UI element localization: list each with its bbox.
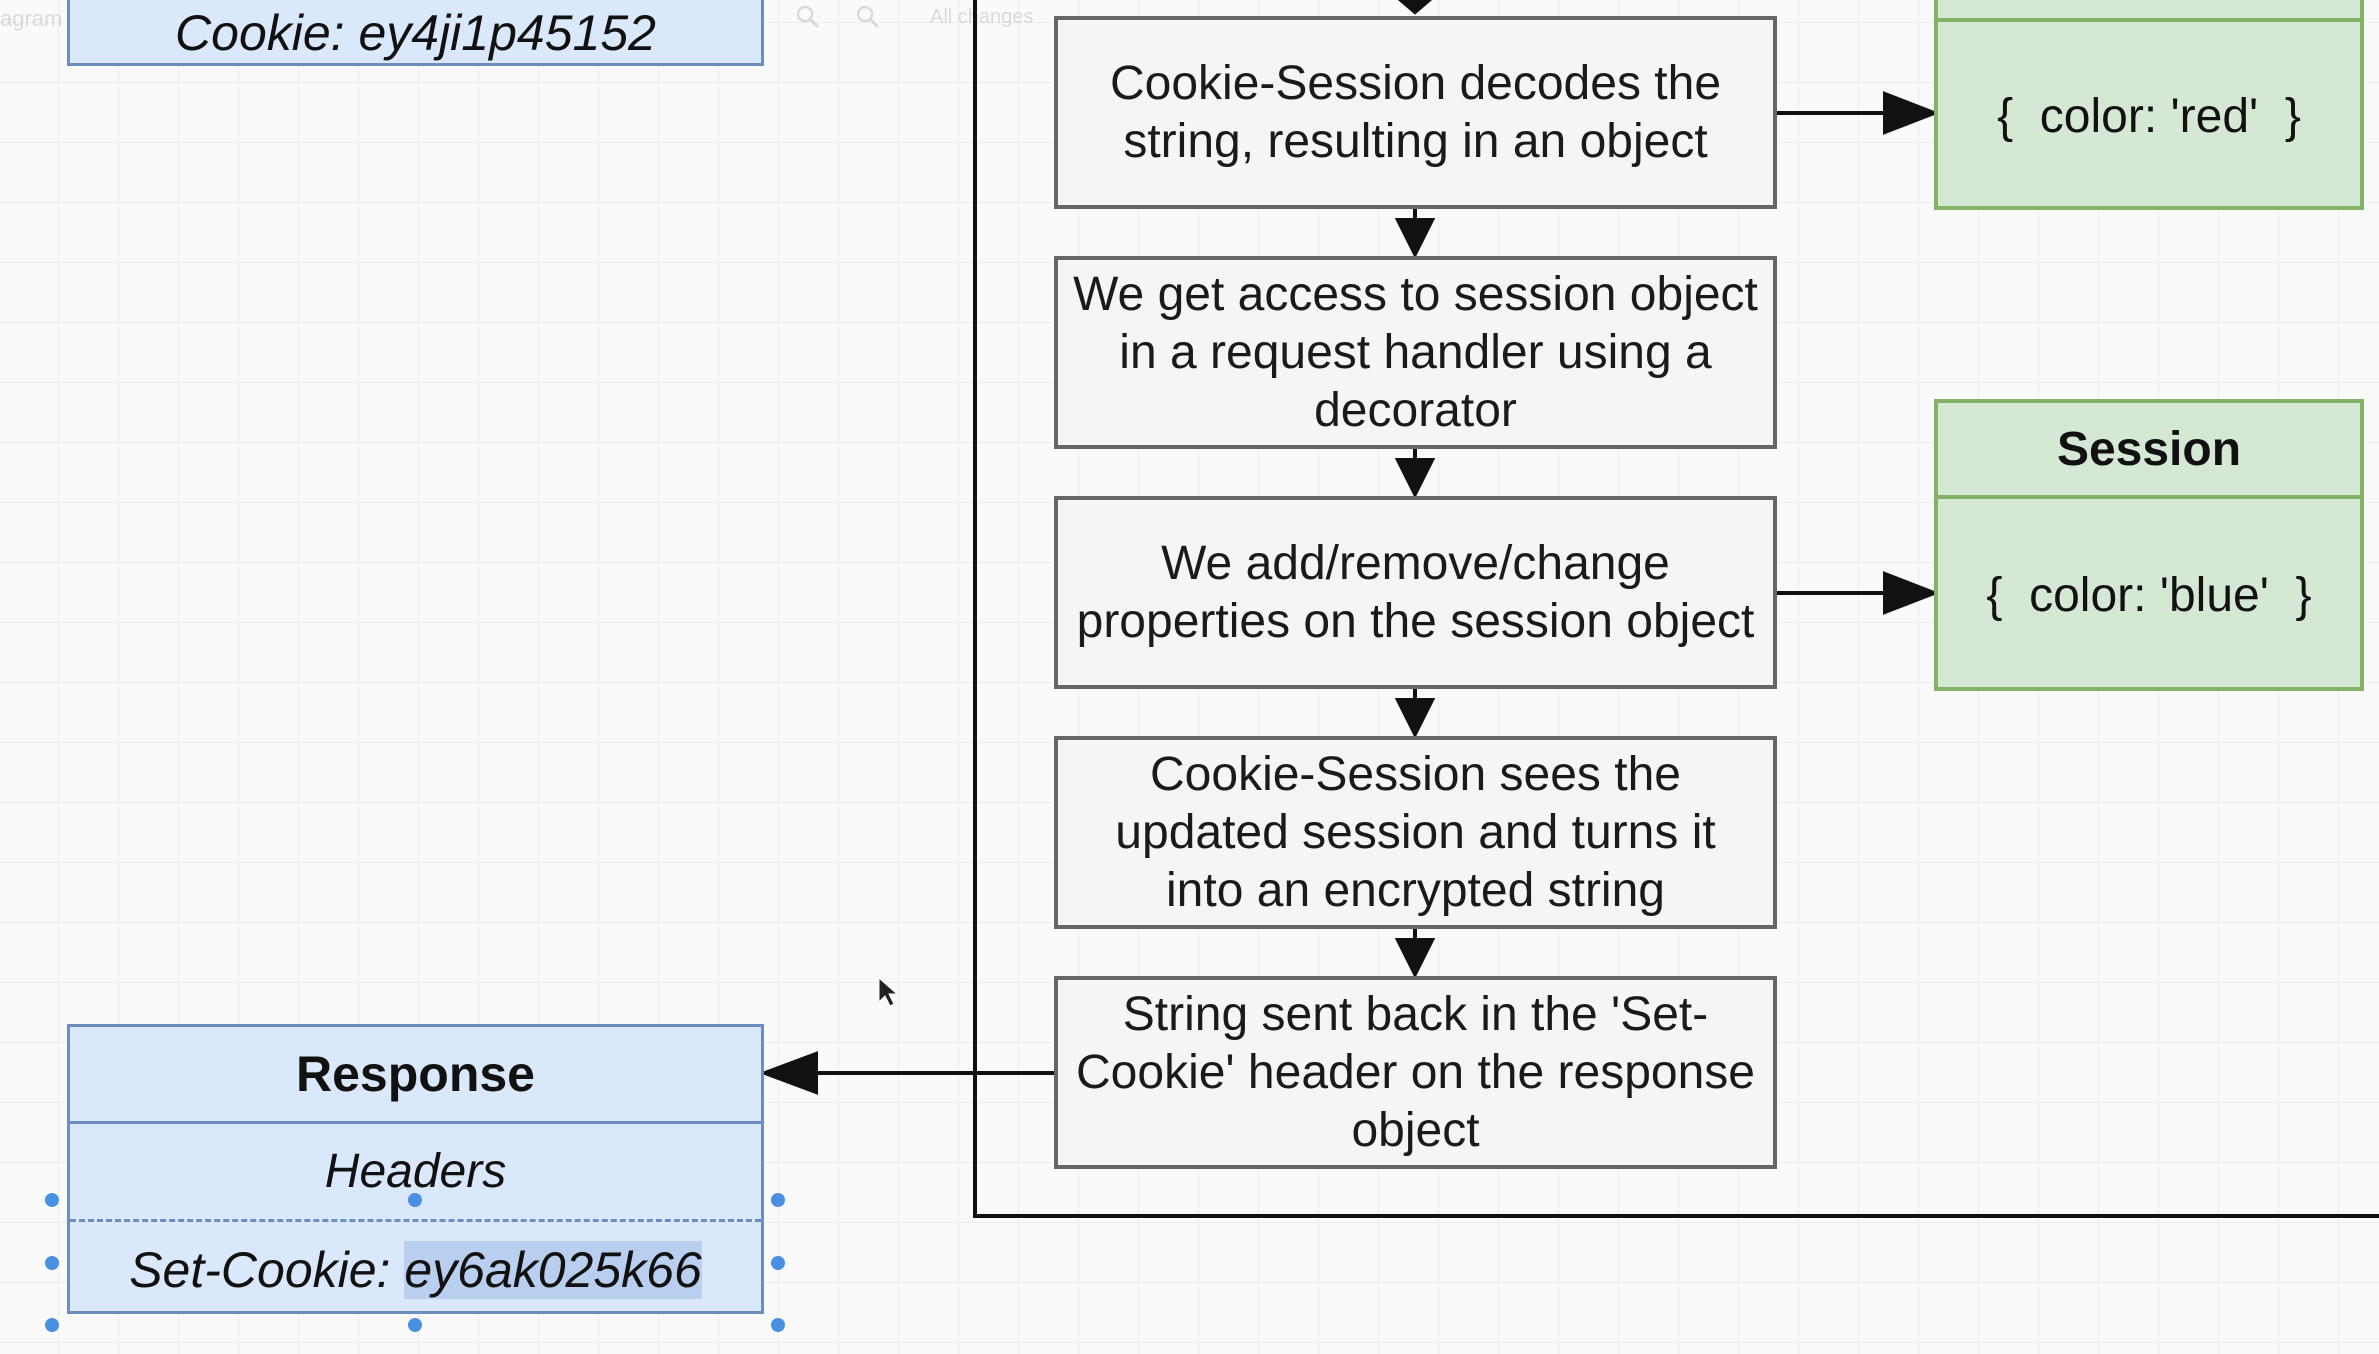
step-modify-session[interactable]: We add/remove/change properties on the s…: [1054, 496, 1777, 689]
selection-handle-bm[interactable]: [408, 1318, 422, 1332]
response-box[interactable]: Response Headers Set-Cookie: ey6ak025k66: [67, 1024, 764, 1314]
cookie-session-container: [973, 0, 2379, 1218]
zoom-out-icon[interactable]: [855, 4, 881, 30]
set-cookie-prefix: Set-Cookie:: [129, 1241, 405, 1298]
step-set-cookie[interactable]: String sent back in the 'Set-Cookie' hea…: [1054, 976, 1777, 1169]
request-cookie-text: Cookie: ey4ji1p45152: [175, 5, 656, 61]
flow-arrows: [1394, 0, 1436, 979]
session-box[interactable]: Session { color: 'blue' }: [1934, 399, 2364, 691]
decoded-object-value: { color: 'red' }: [1997, 89, 2301, 143]
step-access-session-text: We get access to session object in a req…: [1073, 267, 1758, 437]
step-access-session[interactable]: We get access to session object in a req…: [1054, 256, 1777, 449]
toolbar: agram All changes: [0, 0, 1100, 40]
diagram-menu-label[interactable]: agram: [0, 6, 63, 31]
step-set-cookie-text: String sent back in the 'Set-Cookie' hea…: [1076, 987, 1755, 1157]
save-status: All changes: [930, 6, 1034, 28]
response-title: Response: [296, 1046, 535, 1102]
session-value: { color: 'blue' }: [1986, 568, 2312, 622]
mouse-cursor: [878, 976, 899, 1007]
set-cookie-row[interactable]: Set-Cookie: ey6ak025k66: [70, 1219, 761, 1317]
response-headers-label: Headers: [70, 1121, 761, 1219]
step-encrypt-text: Cookie-Session sees the updated session …: [1115, 747, 1716, 917]
side-arrows: [1777, 91, 1940, 615]
step-encrypt[interactable]: Cookie-Session sees the updated session …: [1054, 736, 1777, 929]
session-title: Session: [1938, 403, 2360, 499]
decoded-object-box[interactable]: { color: 'red' }: [1934, 0, 2364, 210]
step-decode[interactable]: Cookie-Session decodes the string, resul…: [1054, 16, 1777, 209]
step-decode-text: Cookie-Session decodes the string, resul…: [1109, 56, 1722, 168]
selection-handle-tr[interactable]: [771, 1193, 785, 1207]
zoom-in-icon[interactable]: [795, 4, 821, 30]
selection-handle-tl[interactable]: [45, 1193, 59, 1207]
decoded-object-header: [1938, 0, 2360, 22]
step-modify-session-text: We add/remove/change properties on the s…: [1076, 536, 1755, 648]
request-cookie-box[interactable]: Cookie: ey4ji1p45152: [67, 0, 764, 66]
response-arrow: [759, 1051, 1054, 1095]
selection-handle-br[interactable]: [771, 1318, 785, 1332]
selection-handle-ml[interactable]: [45, 1256, 59, 1270]
set-cookie-value[interactable]: ey6ak025k66: [404, 1240, 702, 1299]
selection-handle-bl[interactable]: [45, 1318, 59, 1332]
selection-handle-mr[interactable]: [771, 1256, 785, 1270]
selection-handle-tm[interactable]: [408, 1193, 422, 1207]
